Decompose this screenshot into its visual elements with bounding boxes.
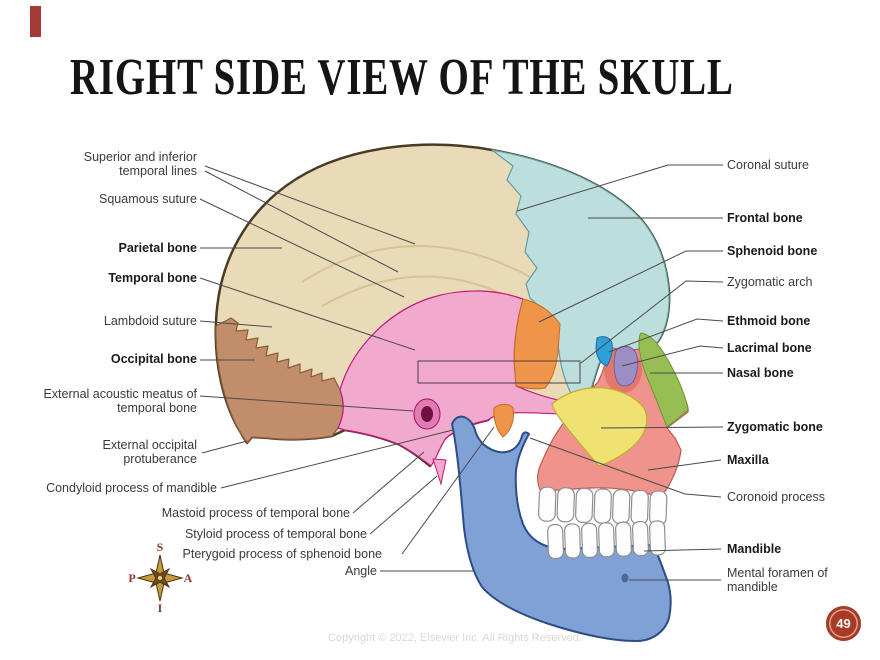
leader-line: [600, 426, 724, 429]
lacrimal-bone-region: [613, 345, 639, 387]
label-maxilla: Maxilla: [727, 453, 769, 467]
label-temporal-bone: Temporal bone: [108, 271, 197, 285]
leader-line: [529, 437, 722, 498]
label-lacrimal-bone: Lacrimal bone: [727, 341, 812, 355]
label-superior-inferior-temporal-lines: Superior and inferior temporal lines: [83, 150, 197, 178]
label-coronoid-process: Coronoid process: [727, 490, 825, 504]
sphenoid-bone-region: [513, 298, 561, 390]
mental-foramen: [621, 573, 629, 583]
leader-line: [204, 165, 416, 245]
leader-line: [580, 280, 724, 364]
teeth-upper: [538, 486, 668, 526]
label-coronal-suture: Coronal suture: [727, 158, 809, 172]
styloid-process: [432, 458, 447, 486]
label-frontal-bone: Frontal bone: [727, 211, 803, 225]
label-parietal-bone: Parietal bone: [118, 241, 198, 255]
label-condyloid-process: Condyloid process of mandible: [46, 481, 217, 495]
compass-anterior-label: A: [184, 571, 193, 585]
label-occipital-bone: Occipital bone: [110, 352, 197, 366]
external-acoustic-meatus: [413, 398, 441, 430]
ethmoid-bone-region: [595, 336, 613, 367]
label-pterygoid-process: Pterygoid process of sphenoid bone: [182, 547, 382, 561]
leader-line: [538, 250, 723, 323]
zygomatic-bone-region: [551, 387, 648, 467]
nasal-bone-region: [638, 332, 689, 428]
zygomatic-arch-bracket: [417, 360, 581, 384]
leader-line: [199, 320, 273, 328]
label-sphenoid-bone: Sphenoid bone: [727, 244, 818, 258]
label-mental-foramen: Mental foramen of mandible: [727, 566, 828, 594]
leader-line: [608, 318, 724, 353]
leader-line: [621, 345, 724, 367]
leader-lines: [199, 164, 724, 581]
label-styloid-process: Styloid process of temporal bone: [184, 527, 367, 541]
label-mastoid-process: Mastoid process of temporal bone: [161, 506, 350, 520]
leader-line: [352, 451, 425, 514]
leader-line: [516, 164, 723, 212]
compass-posterior-label: P: [128, 571, 135, 585]
label-ethmoid-bone: Ethmoid bone: [727, 314, 811, 328]
mandible-region: [451, 415, 672, 642]
leader-line: [199, 198, 405, 298]
page-number-badge: 49: [826, 606, 861, 641]
label-external-occipital-protuberance: External occipital protuberance: [102, 438, 198, 466]
copyright-text: Copyright © 2022, Elsevier Inc. All Righ…: [328, 632, 582, 644]
label-lambdoid-suture: Lambdoid suture: [103, 314, 197, 328]
compass-inferior-label: I: [158, 601, 163, 615]
teeth-lower: [547, 520, 666, 560]
leader-line: [643, 548, 722, 552]
label-squamous-suture: Squamous suture: [99, 192, 197, 206]
label-nasal-bone: Nasal bone: [727, 366, 794, 380]
leader-line: [220, 429, 454, 489]
label-angle: Angle: [345, 564, 377, 578]
leader-line: [201, 440, 248, 454]
leader-line: [369, 475, 438, 535]
label-zygomatic-arch: Zygomatic arch: [727, 275, 813, 289]
page-title: RIGHT SIDE VIEW OF THE SKULL: [70, 49, 734, 106]
label-external-acoustic-meatus: External acoustic meatus of temporal bon…: [43, 387, 197, 415]
leader-line: [401, 426, 495, 555]
label-mandible: Mandible: [727, 542, 782, 556]
pterygoid-process-region: [493, 403, 514, 438]
compass-rose: S A P I: [128, 540, 192, 615]
compass-superior-label: S: [157, 540, 164, 554]
leader-line: [647, 459, 722, 471]
leader-line: [199, 277, 416, 351]
label-zygomatic-bone: Zygomatic bone: [727, 420, 823, 434]
leader-line: [199, 395, 414, 412]
leader-line: [204, 170, 399, 273]
slide-accent-bar: [30, 6, 41, 37]
